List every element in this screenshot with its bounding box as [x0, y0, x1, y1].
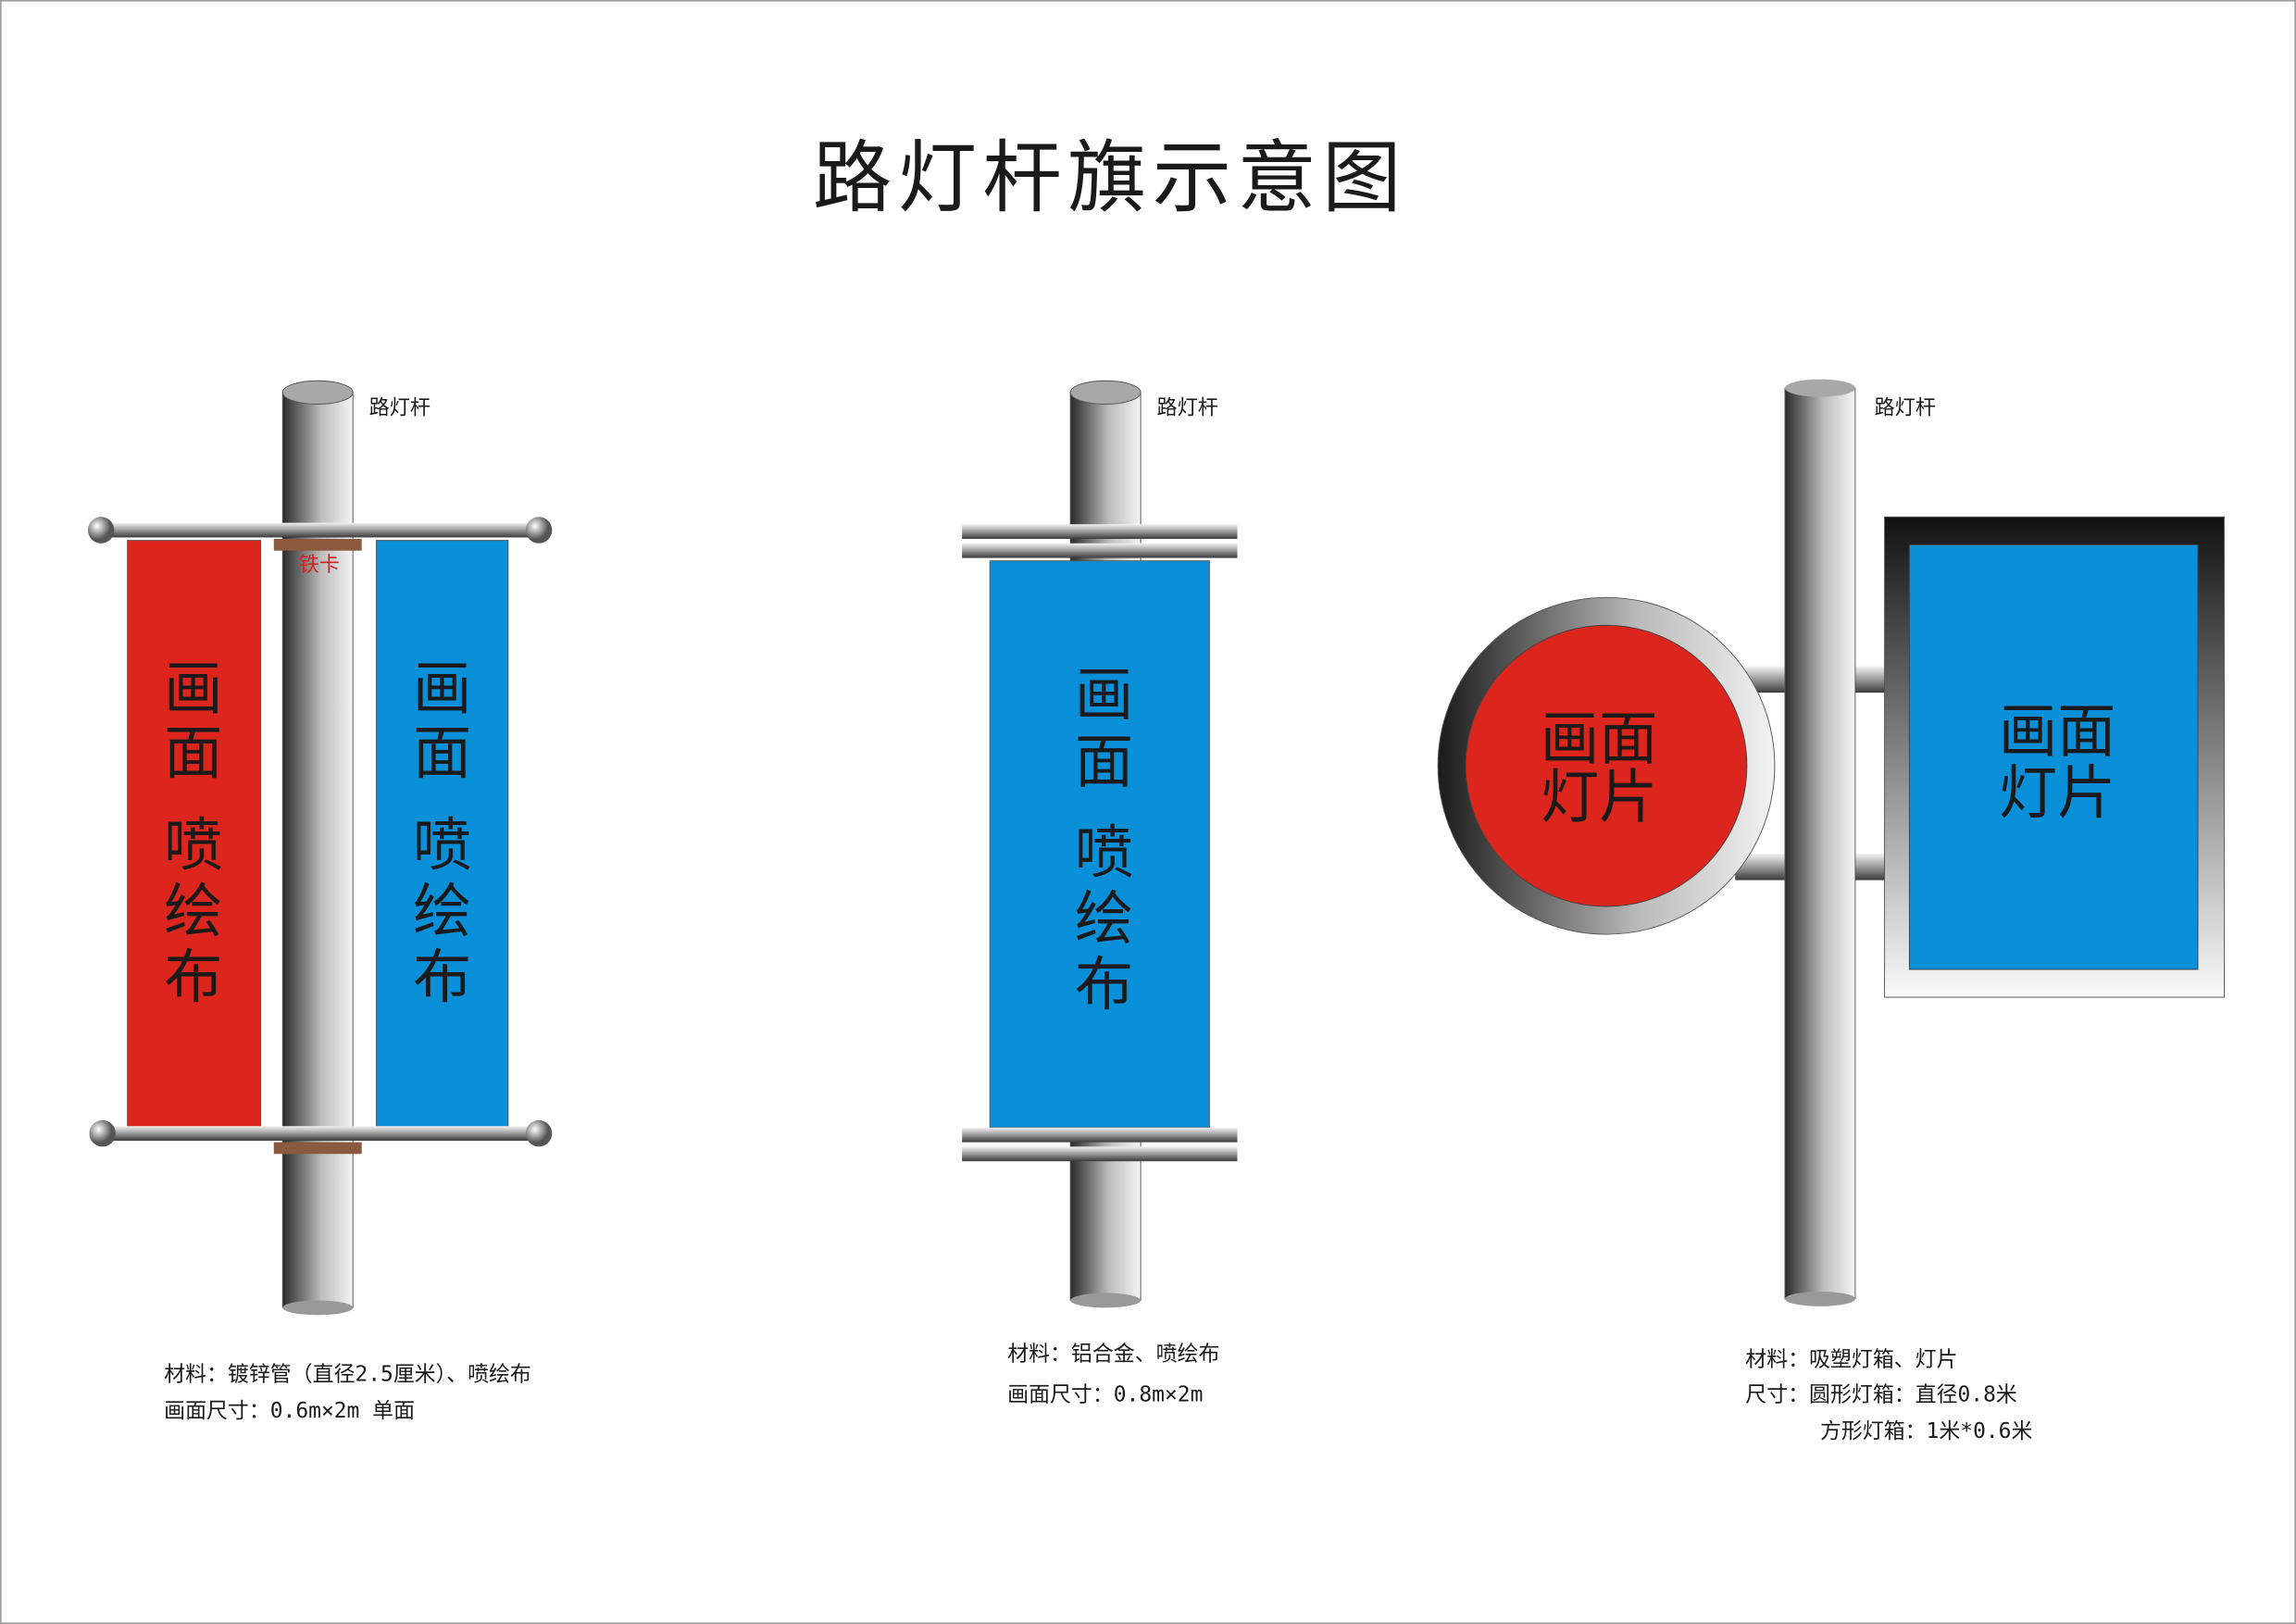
pole-label: 路灯杆	[1874, 396, 1935, 420]
banner-char: 绘	[164, 877, 222, 945]
banner-char: 画	[413, 654, 471, 722]
bottom-rod	[99, 1126, 543, 1142]
pole	[1784, 387, 1856, 1300]
banner-char: 喷	[1075, 818, 1133, 887]
caption-size: 画面尺寸：0.8m×2m	[1007, 1383, 1203, 1407]
page-title: 路灯杆旗示意图	[813, 132, 1407, 224]
red-banner	[127, 540, 262, 1129]
caption-material: 材料：镀锌管（直径2.5厘米）、喷绘布	[164, 1362, 531, 1386]
clamp-label: 铁卡	[299, 553, 340, 577]
banner-char: 面	[1075, 728, 1133, 796]
banner-char: 布	[1075, 950, 1133, 1018]
caption-material: 材料：吸塑灯箱、灯片	[1745, 1348, 1957, 1372]
iron-clamp-top	[273, 539, 362, 551]
caption-size-square: 方形灯箱：1米*0.6米	[1820, 1419, 2033, 1443]
panel-double-banner: 路灯杆 铁卡 画 面 喷 绘 布 画 面 喷 绘 布 材料：镀锌管（直径2.5厘…	[87, 380, 553, 1423]
banner-char: 布	[413, 943, 471, 1011]
pole-label: 路灯杆	[1156, 396, 1217, 420]
panel-single-banner: 路灯杆 画 面 喷 绘 布 材料：铝合金、喷绘布 画面尺寸：0.8m×2m	[962, 380, 1238, 1407]
caption-size: 尺寸：圆形灯箱：直径0.8米	[1745, 1383, 2017, 1407]
lightbox-text: 灯片	[1999, 758, 2116, 827]
banner-char: 绘	[413, 877, 471, 945]
banner-char: 喷	[413, 811, 471, 880]
iron-clamp-bottom	[273, 1142, 362, 1155]
banner-char: 面	[413, 718, 471, 787]
top-rod	[99, 522, 543, 538]
banner-char: 绘	[1075, 884, 1133, 953]
pole-label: 路灯杆	[369, 396, 430, 420]
lightbox-text: 画面	[1541, 704, 1658, 772]
banner-char: 画	[164, 654, 222, 722]
lightbox-text: 灯片	[1541, 763, 1658, 831]
banner-char: 布	[164, 943, 222, 1011]
lightbox-text: 画面	[1999, 696, 2116, 765]
panel-lightbox: 路灯杆 画面 灯片 画面 灯片 材料：吸塑灯箱、灯片 尺寸：圆形灯箱：直径0.8…	[1437, 379, 2225, 1443]
blue-banner	[376, 540, 509, 1129]
banner-char: 画	[1075, 660, 1133, 729]
banner-char: 面	[164, 718, 222, 787]
caption-size: 画面尺寸：0.6m×2m 单面	[164, 1399, 415, 1423]
banner-char: 喷	[164, 811, 222, 880]
caption-material: 材料：铝合金、喷绘布	[1007, 1342, 1219, 1366]
